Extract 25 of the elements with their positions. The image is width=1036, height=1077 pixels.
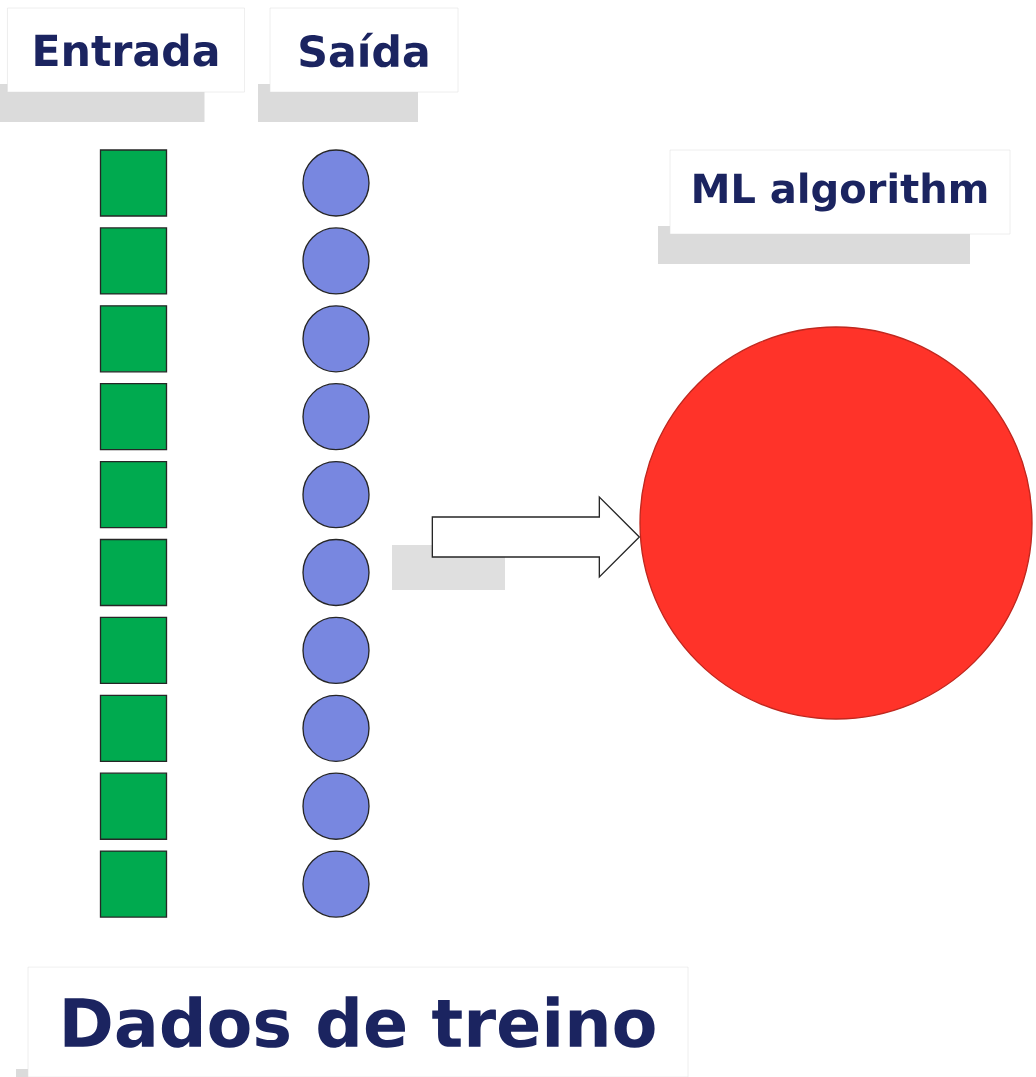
circle [302, 772, 370, 840]
title-box: ML algorithm [658, 149, 1011, 264]
circle [302, 694, 370, 762]
title-box: Dados de treino [16, 966, 689, 1077]
circle [302, 850, 370, 918]
square [99, 850, 168, 918]
circle [302, 460, 370, 529]
square [99, 383, 168, 451]
square [99, 305, 168, 373]
title-box: Entrada [0, 7, 245, 122]
circle [302, 305, 370, 373]
square [99, 460, 168, 529]
square [99, 694, 168, 762]
circle [302, 383, 370, 451]
circle [302, 616, 370, 685]
circle [639, 326, 1033, 720]
square [99, 772, 168, 840]
title-box: Saída [258, 7, 459, 122]
square [99, 227, 168, 295]
square [99, 538, 168, 607]
circle [302, 227, 370, 295]
circle [302, 538, 370, 607]
square [99, 149, 168, 217]
square [99, 616, 168, 685]
circle [302, 149, 370, 217]
